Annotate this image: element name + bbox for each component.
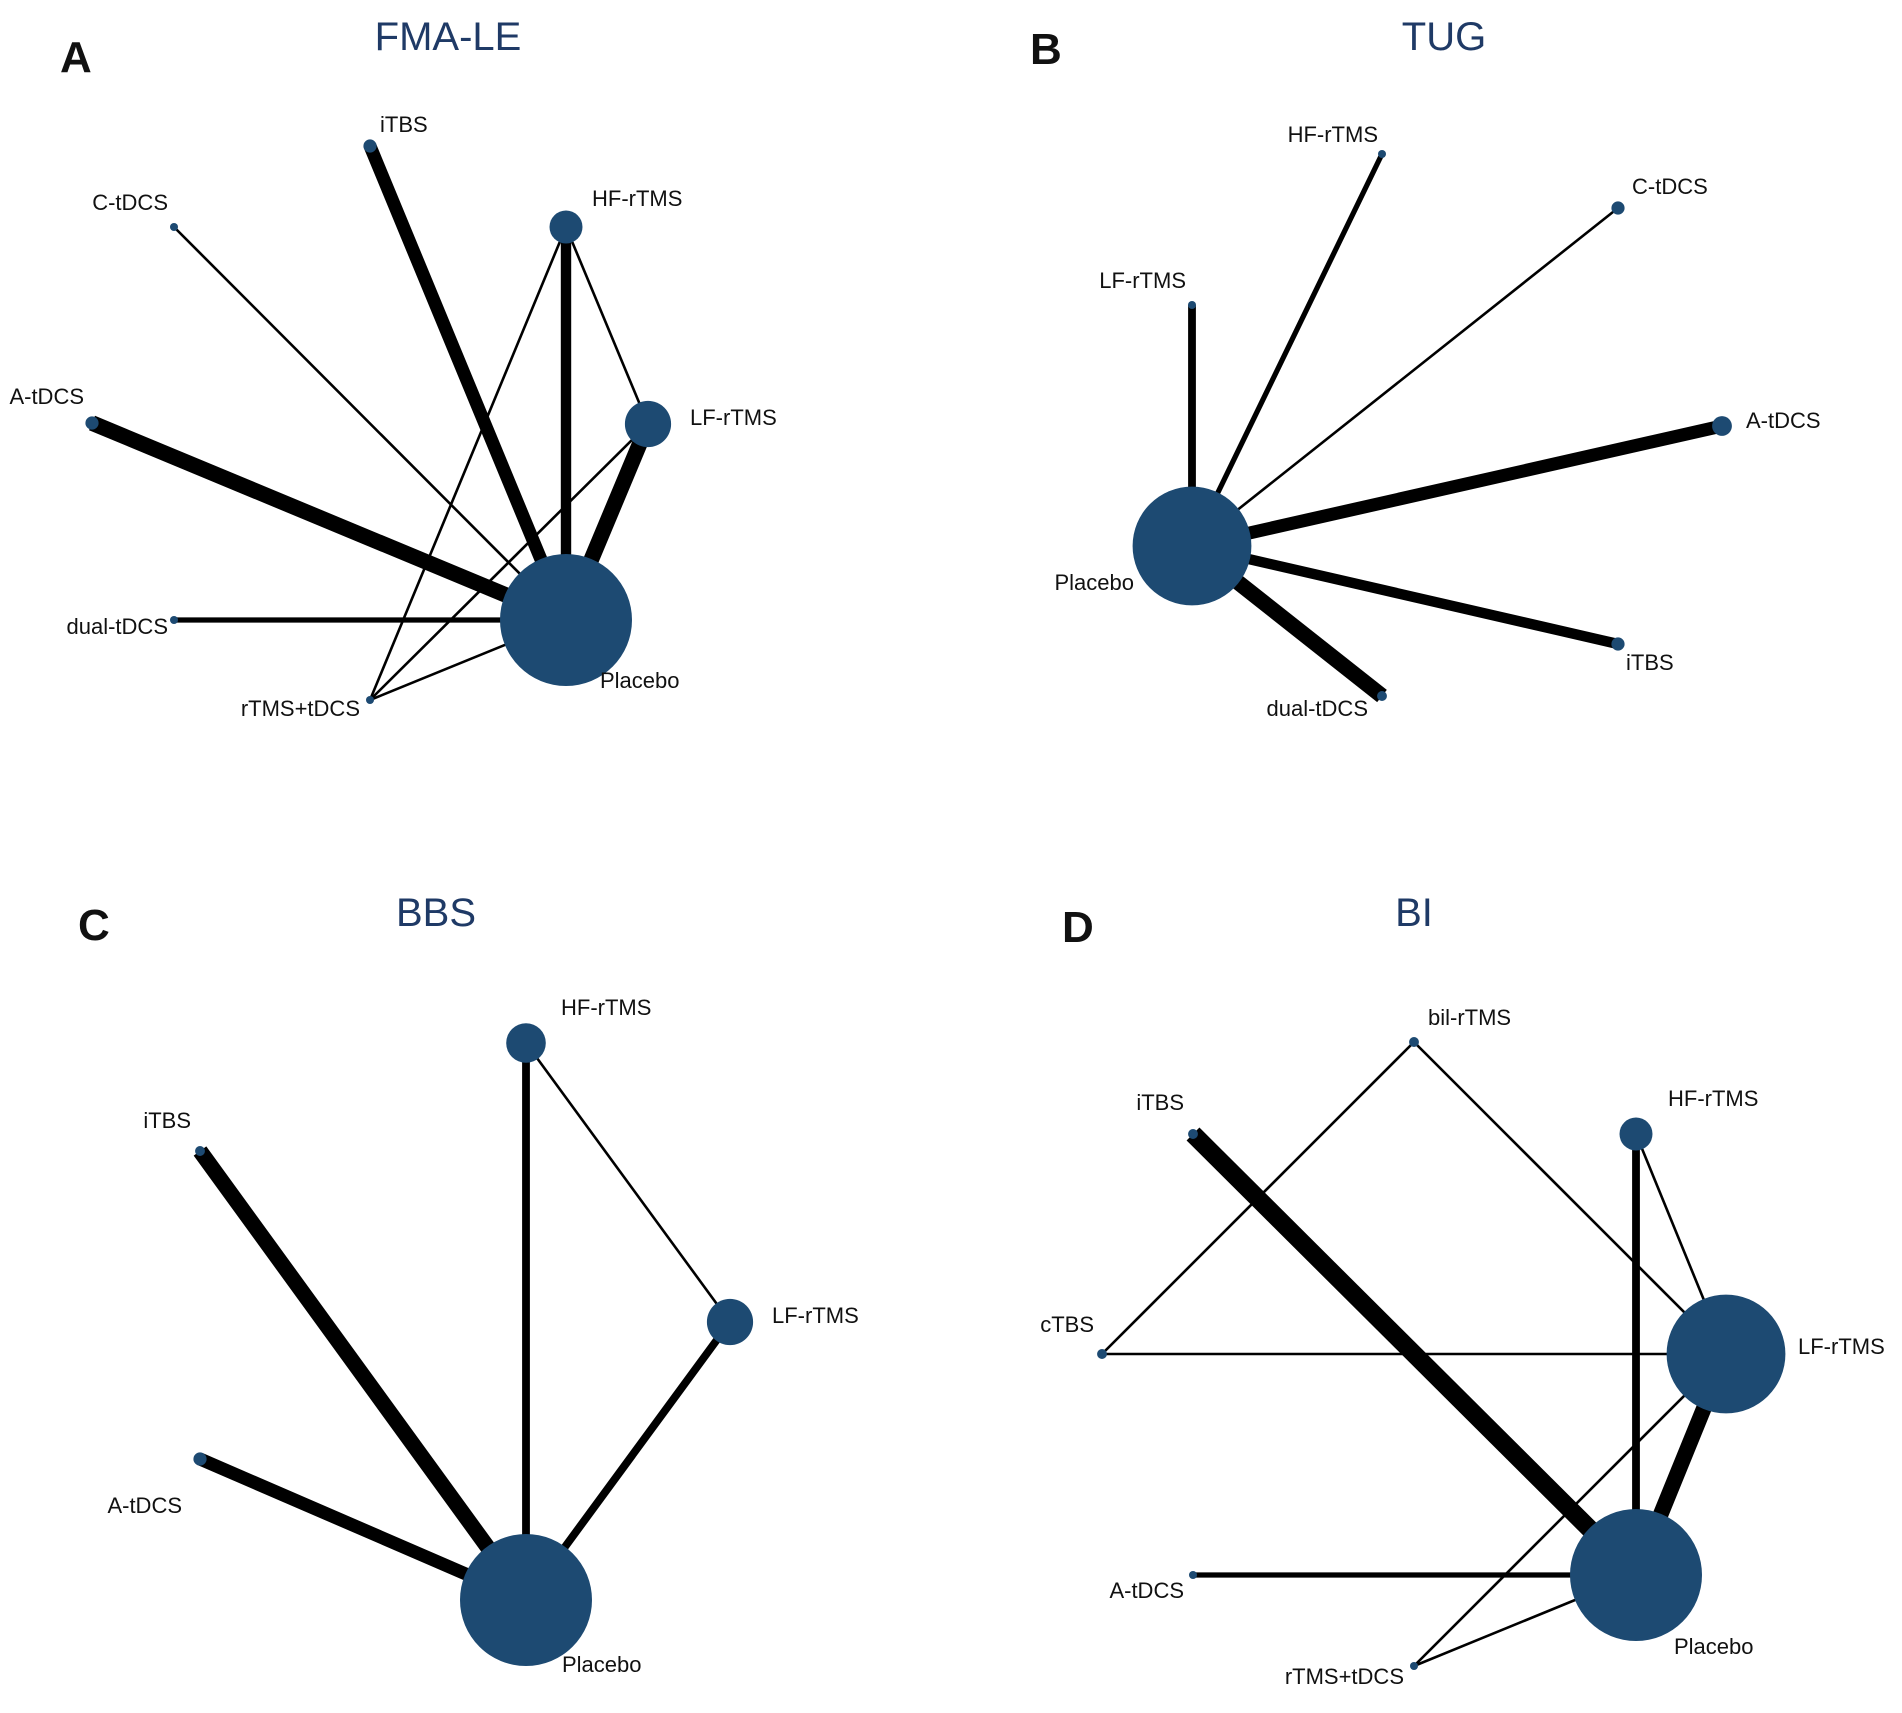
panel-letter: A: [60, 33, 92, 82]
node-LF-rTMS: [1666, 1294, 1786, 1414]
edges: [1187, 152, 1724, 703]
nodes: [1132, 150, 1732, 701]
edge-C-tDCS-Placebo: [1191, 206, 1619, 548]
node-label-iTBS: iTBS: [143, 1108, 191, 1133]
node-cTBS: [1097, 1349, 1107, 1359]
edge-A-tDCS-Placebo: [89, 415, 569, 628]
node-bil-rTMS: [1409, 1037, 1419, 1047]
node-label-dual-tDCS: dual-tDCS: [1267, 696, 1368, 721]
panel-letter: D: [1062, 903, 1094, 952]
panel-d: bil-rTMS iTBS HF-rTMS cTBS LF-rTMS A-tDCS rTMS…: [1040, 891, 1885, 1689]
panel-title: FMA-LE: [375, 15, 522, 59]
node-LF-rTMS: [706, 1298, 754, 1346]
edge-iTBS-Placebo: [1190, 540, 1620, 650]
node-A-tDCS: [85, 416, 99, 430]
node-iTBS: [195, 1146, 205, 1156]
node-Placebo: [1570, 1509, 1702, 1641]
node-HF-rTMS: [549, 210, 583, 244]
nodes: [193, 1023, 754, 1666]
node-label-A-tDCS: A-tDCS: [9, 384, 84, 409]
node-label-HF-rTMS: HF-rTMS: [1288, 122, 1378, 147]
node-label-A-tDCS: A-tDCS: [107, 1493, 182, 1518]
nodes: [1097, 1037, 1786, 1670]
panel-letter: B: [1030, 25, 1062, 74]
node-A-tDCS: [1712, 416, 1732, 436]
node-A-tDCS: [193, 1452, 207, 1466]
node-label-dual-tDCS: dual-tDCS: [67, 614, 168, 639]
edge-HF-rTMS-LF-rTMS: [564, 226, 650, 425]
node-label-iTBS: iTBS: [380, 112, 428, 137]
node-label-LF-rTMS: LF-rTMS: [772, 1303, 859, 1328]
edge-A-tDCS-Placebo: [1190, 419, 1724, 553]
node-label-cTBS: cTBS: [1040, 1312, 1094, 1337]
node-label-iTBS: iTBS: [1136, 1090, 1184, 1115]
node-label-bil-rTMS: bil-rTMS: [1428, 1005, 1511, 1030]
node-LF-rTMS: [1188, 301, 1196, 309]
panel-title: TUG: [1402, 15, 1486, 59]
edge-HF-rTMS-Placebo: [1189, 152, 1385, 548]
panel-title: BI: [1395, 891, 1433, 935]
edges: [193, 1042, 734, 1606]
node-label-HF-rTMS: HF-rTMS: [561, 995, 651, 1020]
node-dual-tDCS: [170, 616, 178, 624]
node-Placebo: [1132, 486, 1252, 606]
node-label-Placebo: Placebo: [1674, 1634, 1754, 1659]
node-label-C-tDCS: C-tDCS: [92, 190, 168, 215]
node-label-HF-rTMS: HF-rTMS: [592, 186, 682, 211]
node-rTMS+tDCS: [366, 696, 374, 704]
panel-a: iTBS C-tDCS HF-rTMS A-tDCS LF-rTMS dual-tDCS r…: [9, 15, 776, 721]
panel-title: BBS: [396, 891, 476, 935]
node-label-iTBS: iTBS: [1626, 650, 1674, 675]
edge-LF-rTMS-rTMS+tDCS: [369, 423, 649, 701]
node-label-HF-rTMS: HF-rTMS: [1668, 1086, 1758, 1111]
node-label-Placebo: Placebo: [562, 1652, 642, 1677]
nodes: [85, 139, 672, 704]
edge-iTBS-Placebo: [193, 1146, 533, 1605]
node-C-tDCS: [170, 223, 178, 231]
node-label-A-tDCS: A-tDCS: [1109, 1578, 1184, 1603]
node-label-A-tDCS: A-tDCS: [1746, 408, 1821, 433]
node-label-LF-rTMS: LF-rTMS: [690, 405, 777, 430]
edges: [89, 143, 656, 702]
edge-iTBS-Placebo: [363, 143, 573, 623]
panel-b: HF-rTMS C-tDCS LF-rTMS A-tDCS Placebo iTBS dua…: [1030, 15, 1821, 721]
node-HF-rTMS: [1378, 150, 1386, 158]
node-iTBS: [1188, 1129, 1198, 1139]
panel-c: HF-rTMS iTBS LF-rTMS A-tDCS Placebo C BBS: [78, 891, 859, 1677]
node-iTBS: [1611, 637, 1625, 651]
node-A-tDCS: [1189, 1571, 1197, 1579]
node-HF-rTMS: [1619, 1117, 1653, 1151]
node-label-Placebo: Placebo: [1054, 570, 1134, 595]
node-dual-tDCS: [1377, 691, 1387, 701]
node-label-LF-rTMS: LF-rTMS: [1099, 268, 1186, 293]
node-rTMS+tDCS: [1410, 1662, 1418, 1670]
edge-bil-rTMS-LF-rTMS: [1413, 1041, 1727, 1355]
node-HF-rTMS: [506, 1023, 546, 1063]
edge-LF-rTMS-rTMS+tDCS: [1413, 1353, 1727, 1667]
node-Placebo: [500, 554, 632, 686]
edge-C-tDCS-Placebo: [173, 226, 567, 621]
node-label-rTMS+tDCS: rTMS+tDCS: [241, 696, 360, 721]
node-iTBS: [363, 139, 377, 153]
node-Placebo: [460, 1534, 592, 1666]
node-C-tDCS: [1611, 201, 1625, 215]
node-label-rTMS+tDCS: rTMS+tDCS: [1285, 1664, 1404, 1689]
panel-letter: C: [78, 901, 110, 950]
node-label-LF-rTMS: LF-rTMS: [1798, 1334, 1885, 1359]
node-label-C-tDCS: C-tDCS: [1632, 174, 1708, 199]
node-label-Placebo: Placebo: [600, 668, 680, 693]
edge-HF-rTMS-LF-rTMS: [524, 1042, 732, 1323]
node-LF-rTMS: [624, 400, 672, 448]
